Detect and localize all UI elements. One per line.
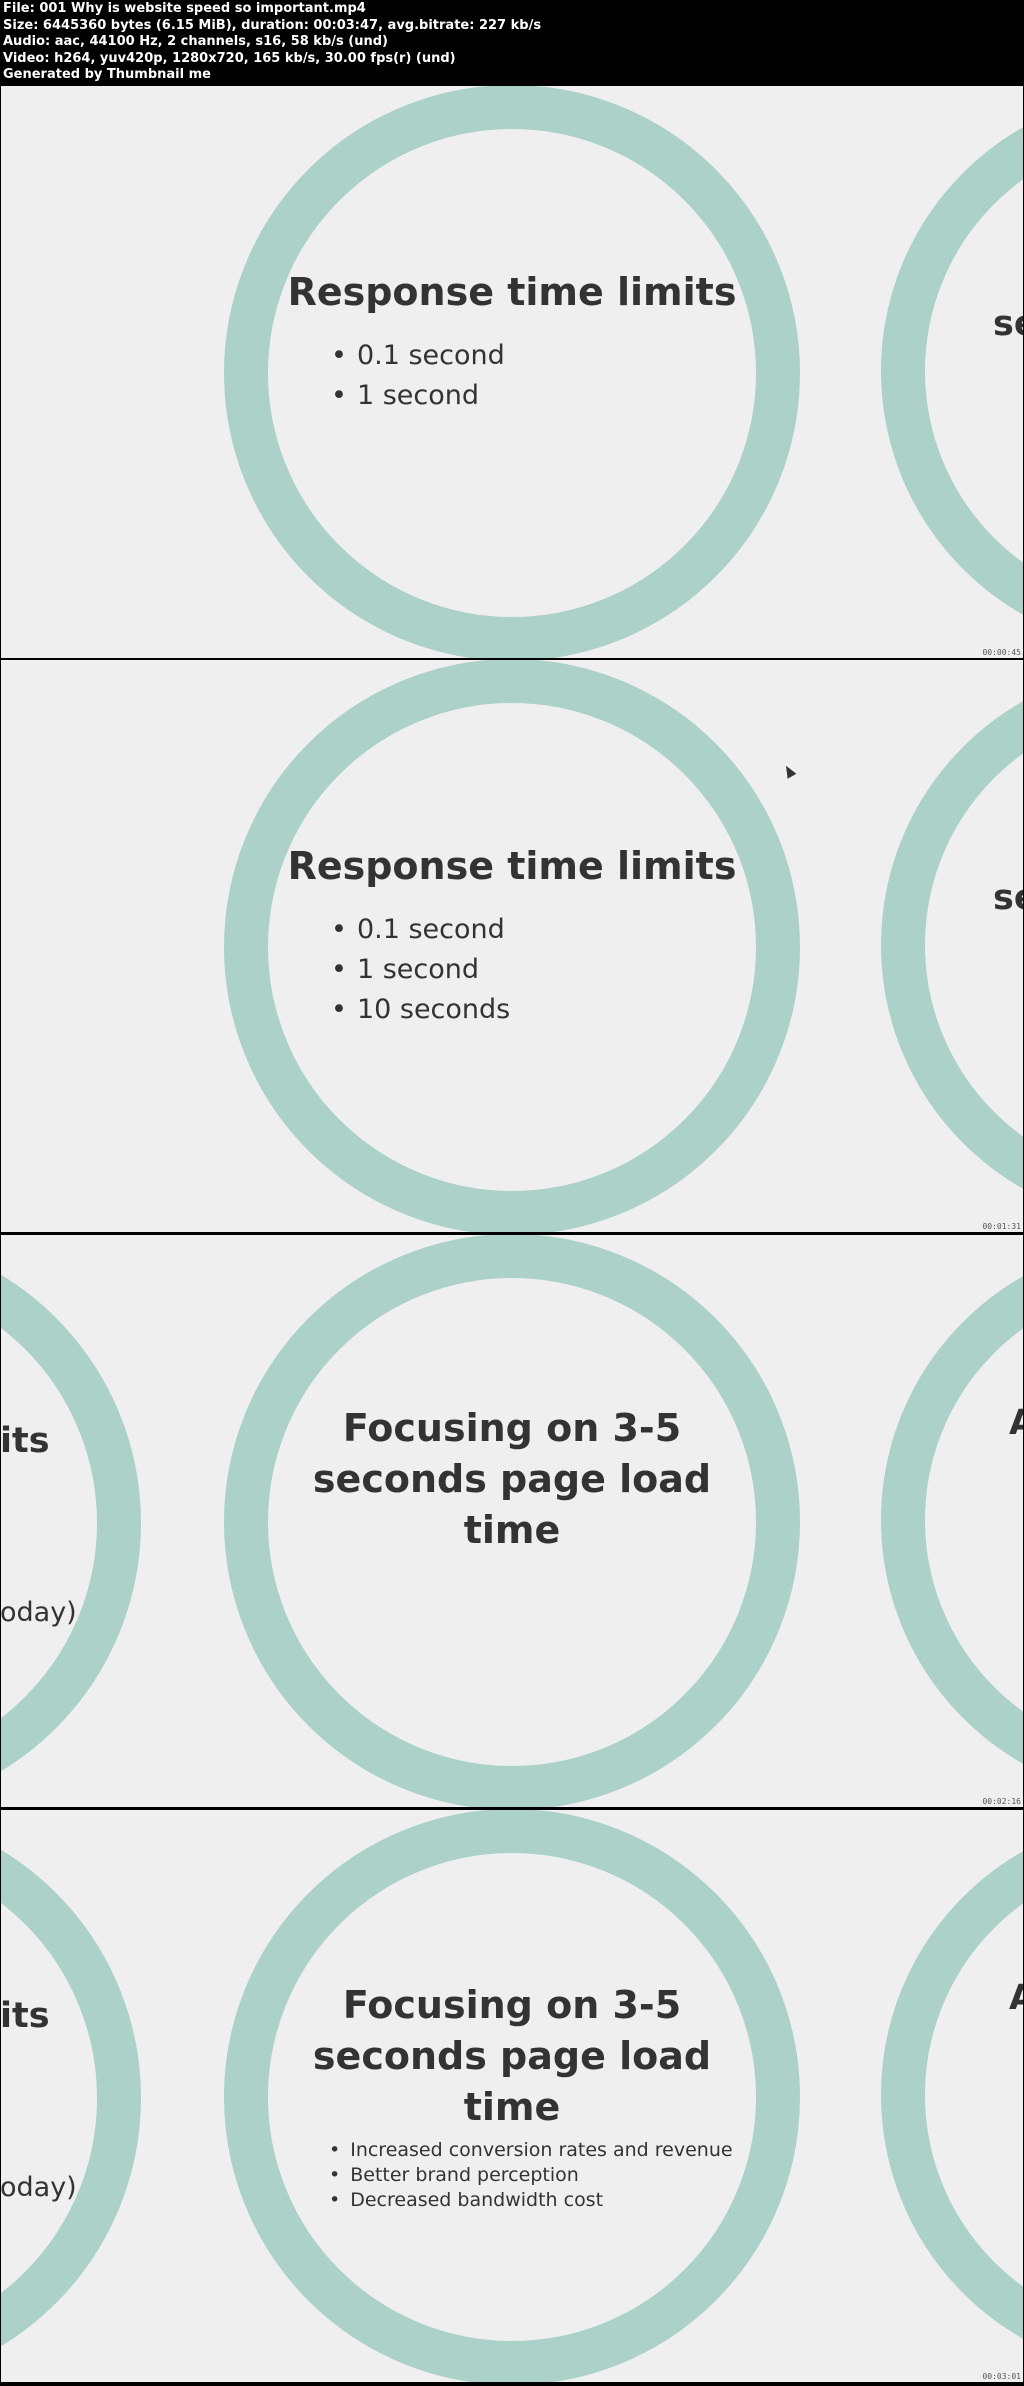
frame-timestamp: 00:02:16: [982, 1797, 1021, 1806]
slide-title-line: time: [463, 1508, 561, 1552]
slide-title-line: seconds page load: [312, 1457, 712, 1501]
bullet-item: 0.1 second: [331, 910, 510, 950]
video-frame-1: Response time limits 0.1 second 1 second…: [1, 86, 1023, 658]
slide-title-line: Focusing on 3-5: [342, 1983, 682, 2027]
left-peek-title: its: [1, 1996, 50, 2036]
bullet-item: Decreased bandwidth cost: [329, 2188, 733, 2213]
video-frame-3: Focusing on 3-5 seconds page load time i…: [1, 1235, 1023, 1807]
bullet-item: 1 second: [331, 950, 510, 990]
video-frame-2: Response time limits 0.1 second 1 second…: [1, 660, 1023, 1232]
right-peek-title: A: [1009, 1403, 1023, 1443]
mouse-cursor-icon: [781, 763, 797, 779]
size-line: Size: 6445360 bytes (6.15 MiB), duration…: [3, 17, 542, 33]
right-circle: [881, 1240, 1023, 1800]
right-peek-title: A: [1009, 1978, 1023, 2018]
slide-title: Response time limits: [287, 270, 737, 314]
right-peek-title: se: [993, 878, 1023, 918]
left-peek-title: its: [1, 1421, 50, 1461]
bullet-item: 1 second: [331, 376, 505, 416]
bullet-item: 0.1 second: [331, 336, 505, 376]
video-frame-4: Focusing on 3-5 seconds page load time I…: [1, 1810, 1023, 2382]
right-circle: [881, 665, 1023, 1225]
video-line: Video: h264, yuv420p, 1280x720, 165 kb/s…: [3, 50, 456, 66]
right-peek-title: se: [993, 304, 1023, 344]
frame-timestamp: 00:01:31: [982, 1222, 1021, 1231]
slide-title: Response time limits: [287, 844, 737, 888]
slide-title: Focusing on 3-5 seconds page load time: [224, 1403, 800, 1556]
bullet-list: Increased conversion rates and revenue B…: [329, 2138, 733, 2213]
slide-title: Focusing on 3-5 seconds page load time: [224, 1980, 800, 2133]
center-circle: [224, 660, 800, 1232]
bullet-item: 10 seconds: [331, 990, 510, 1030]
frame-timestamp: 00:03:01: [982, 2372, 1021, 2381]
generator-line: Generated by Thumbnail me: [3, 67, 211, 82]
slide-title-line: time: [463, 2085, 561, 2129]
left-peek-text: oday): [1, 2172, 77, 2203]
left-circle: [1, 1810, 141, 2382]
bullet-list: 0.1 second 1 second: [331, 336, 505, 416]
right-circle: [881, 1815, 1023, 2375]
slide-title-line: seconds page load: [312, 2034, 712, 2078]
file-line: File: 001 Why is website speed so import…: [3, 1, 366, 16]
left-circle: [1, 1235, 141, 1807]
frame-timestamp: 00:00:45: [982, 648, 1021, 657]
right-circle: [881, 91, 1023, 651]
bullet-item: Better brand perception: [329, 2163, 733, 2188]
audio-line: Audio: aac, 44100 Hz, 2 channels, s16, 5…: [3, 34, 388, 49]
bullet-list: 0.1 second 1 second 10 seconds: [331, 910, 510, 1030]
slide-title-line: Focusing on 3-5: [342, 1406, 682, 1450]
video-info-header: File: 001 Why is website speed so import…: [0, 0, 1024, 86]
center-circle: [224, 86, 800, 658]
bullet-item: Increased conversion rates and revenue: [329, 2138, 732, 2163]
left-peek-text: oday): [1, 1597, 77, 1628]
